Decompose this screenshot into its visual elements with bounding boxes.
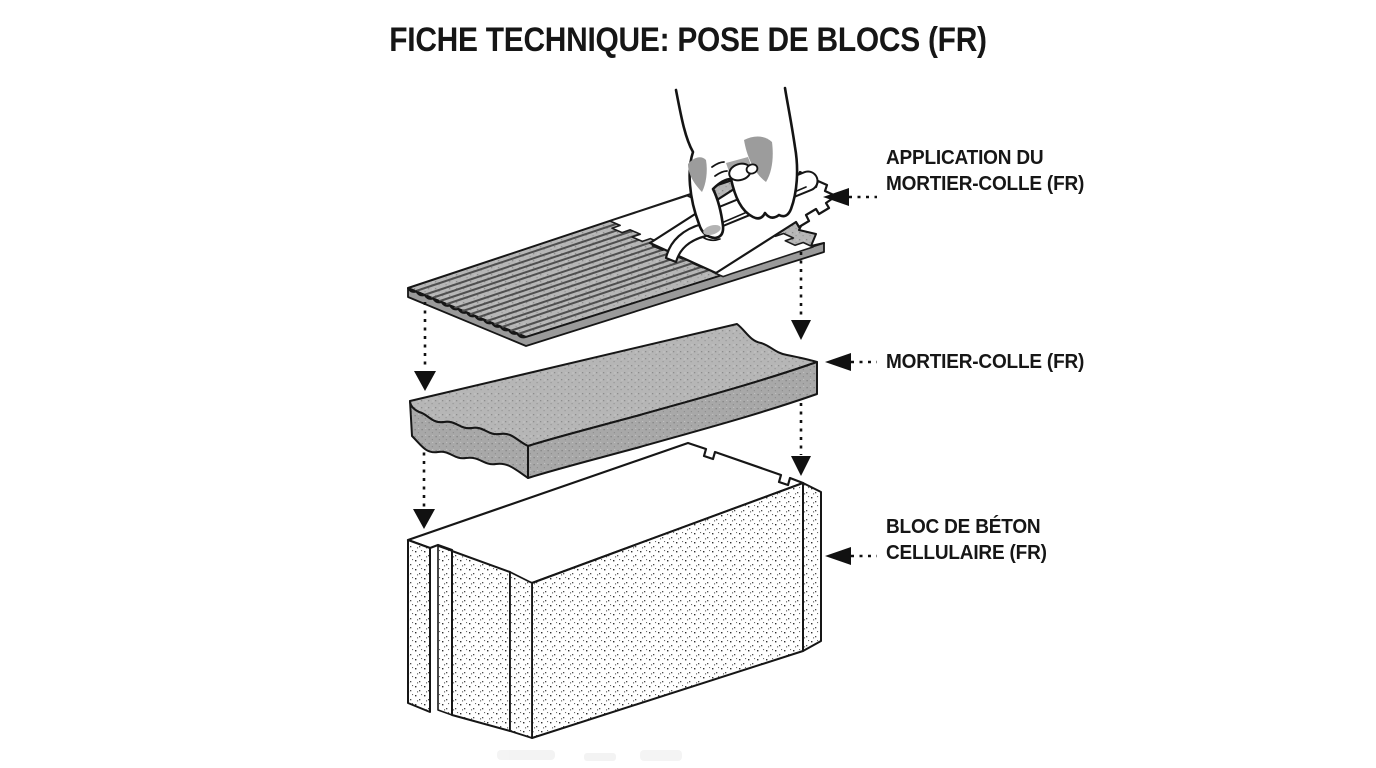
label-line: APPLICATION DU (886, 147, 1044, 169)
label-bloc-beton-cellulaire: BLOC DE BÉTON CELLULAIRE (FR) (886, 514, 1047, 566)
mortar-colle-layer (409, 323, 818, 479)
label-line: BLOC DE BÉTON (886, 516, 1041, 538)
assembly-flow-arrows (413, 252, 811, 529)
hand (674, 86, 799, 242)
label-line: MORTIER-COLLE (FR) (886, 351, 1085, 373)
flow-arrow-upper-right (791, 252, 811, 340)
comb-ridges (415, 223, 719, 335)
label-application-mortier-colle: APPLICATION DU MORTIER-COLLE (FR) (886, 145, 1084, 197)
block-right-end-face (802, 482, 822, 652)
mortar-application-illustration (407, 86, 838, 347)
page-title: FICHE TECHNIQUE: POSE DE BLOCS (FR) (389, 21, 987, 59)
label-mortier-colle: MORTIER-COLLE (FR) (886, 349, 1084, 375)
cellular-concrete-block (406, 441, 822, 739)
label-leader-arrows (823, 188, 877, 565)
flow-arrow-lower-left (413, 444, 435, 529)
label-line: CELLULAIRE (FR) (886, 542, 1047, 564)
block-top-face (406, 441, 805, 585)
label-arrow-application (823, 188, 877, 206)
label-arrow-bloc (825, 547, 877, 565)
label-arrow-mortier (825, 353, 877, 371)
flow-arrow-lower-right (791, 403, 811, 476)
label-line: MORTIER-COLLE (FR) (886, 173, 1085, 195)
block-tongue-and-groove-end (407, 539, 533, 739)
flow-arrow-upper-left (414, 302, 436, 391)
watermark-smudge (497, 750, 682, 761)
